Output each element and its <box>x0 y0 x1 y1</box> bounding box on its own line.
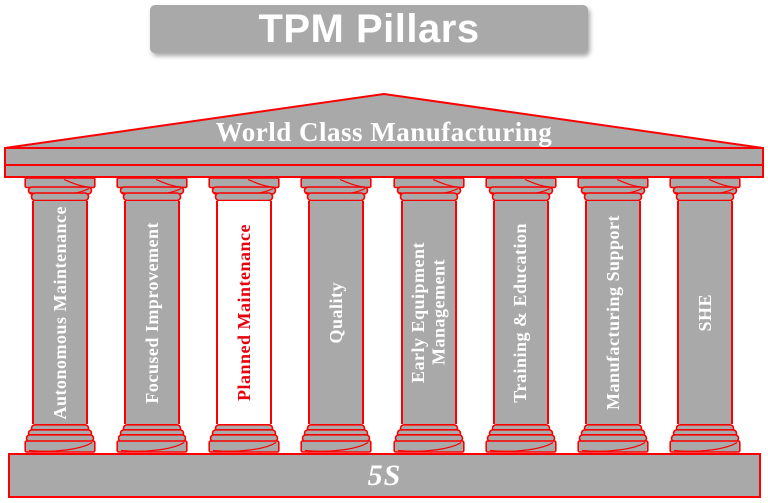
frieze-band <box>4 164 764 178</box>
pillar-label: Planned Maintenance <box>233 223 254 401</box>
pillar-manufacturing-support: Manufacturing Support <box>577 177 649 453</box>
pillar-label: Autonomous Maintenance <box>49 205 70 420</box>
pillar-training-education: Training & Education <box>485 177 557 453</box>
pillar-label: Manufacturing Support <box>602 214 623 411</box>
title-banner: TPM Pillars <box>150 5 588 53</box>
pillar-capital <box>485 177 557 201</box>
pillar-shaft: Autonomous Maintenance <box>32 201 88 424</box>
pillar-label: Early Equipment Management <box>407 241 449 384</box>
pillar-planned-maintenance: Planned Maintenance <box>208 177 280 453</box>
pillar-capital <box>116 177 188 201</box>
roof-label: World Class Manufacturing <box>215 117 553 147</box>
pillar-early-equipment-management: Early Equipment Management <box>392 177 465 453</box>
pillar-shaft: Planned Maintenance <box>216 201 273 424</box>
pillar-she: SHE <box>669 177 741 453</box>
pillar-label: Focused Improvement <box>141 221 162 404</box>
pillar-base <box>24 424 96 453</box>
pillar-capital <box>392 177 465 201</box>
pillar-shaft: Quality <box>308 201 365 424</box>
pillar-shaft: Training & Education <box>492 201 549 424</box>
pillar-base <box>577 424 649 453</box>
pillar-base <box>485 424 557 453</box>
pillar-capital <box>669 177 741 201</box>
pillars-row: Autonomous Maintenance Focused Improveme… <box>24 177 741 453</box>
pillar-shaft: Focused Improvement <box>124 201 181 424</box>
pillar-base <box>300 424 373 453</box>
pillar-capital <box>24 177 96 201</box>
pillar-base <box>208 424 280 453</box>
pillar-capital <box>300 177 373 201</box>
architrave-band <box>4 147 764 166</box>
pillar-capital <box>577 177 649 201</box>
pillar-capital <box>208 177 280 201</box>
pediment-roof <box>4 92 764 178</box>
pillar-label: SHE <box>694 293 715 332</box>
page-title: TPM Pillars <box>258 6 480 51</box>
pillar-quality: Quality <box>300 177 373 453</box>
pillar-autonomous-maintenance: Autonomous Maintenance <box>24 177 96 453</box>
pillar-focused-improvement: Focused Improvement <box>116 177 188 453</box>
base-platform: 5S <box>8 453 761 498</box>
pillar-shaft: Manufacturing Support <box>584 201 641 424</box>
base-label: 5S <box>367 458 402 492</box>
pillar-label: Training & Education <box>510 222 531 403</box>
pillar-base <box>116 424 188 453</box>
pillar-shaft: SHE <box>676 201 733 424</box>
pillar-shaft: Early Equipment Management <box>400 201 457 424</box>
pillar-label: Quality <box>326 281 347 344</box>
pillar-base <box>669 424 741 453</box>
pillar-base <box>392 424 465 453</box>
